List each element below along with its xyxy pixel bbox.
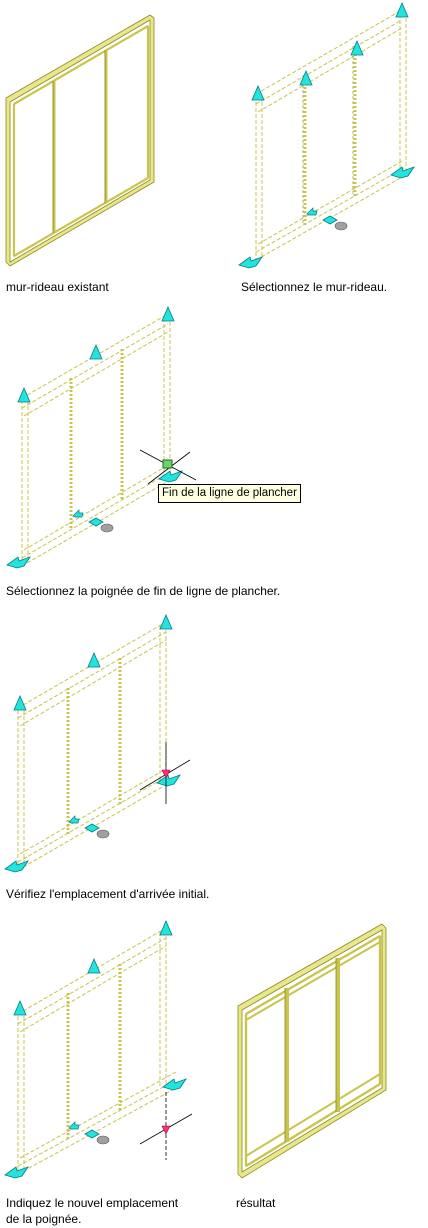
floor-line-end-tooltip: Fin de la ligne de plancher xyxy=(158,484,301,503)
existing-curtain-wall xyxy=(5,14,155,267)
result-curtain-wall xyxy=(237,923,387,1179)
caption-select-grip: Sélectionnez la poignée de fin de ligne … xyxy=(6,584,281,598)
selected-curtain-wall xyxy=(238,2,415,269)
grey-ellipse-marker-icon xyxy=(334,221,348,231)
caption-result: résultat xyxy=(236,1196,276,1210)
pink-marker-icon xyxy=(161,769,171,779)
hot-grip-square-icon xyxy=(162,459,173,469)
caption-new-location-line2: de la poignée. xyxy=(6,1212,82,1226)
new-location-wall xyxy=(4,920,193,1179)
verify-location-wall xyxy=(4,614,191,873)
caption-new-location-line1: Indiquez le nouvel emplacement xyxy=(6,1196,179,1210)
grip-selection-wall xyxy=(6,306,197,569)
caption-verify: Vérifiez l'emplacement d'arrivée initial… xyxy=(6,887,210,901)
caption-select-wall: Sélectionnez le mur-rideau. xyxy=(241,280,388,294)
caption-existing: mur-rideau existant xyxy=(6,280,109,294)
